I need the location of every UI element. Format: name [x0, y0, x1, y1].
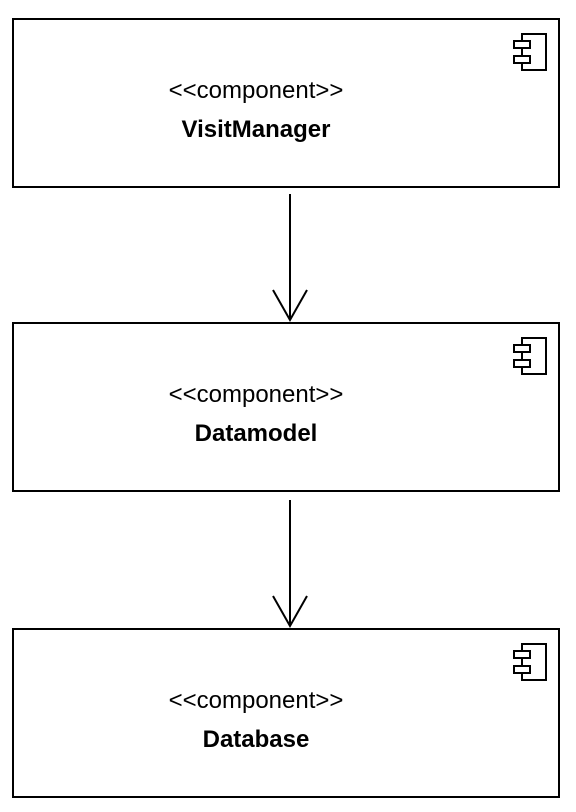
component-icon: [513, 337, 547, 375]
component-icon: [513, 643, 547, 681]
component-datamodel[interactable]: <<component>> Datamodel: [12, 322, 560, 492]
component-stereotype: <<component>>: [168, 381, 344, 408]
component-stereotype: <<component>>: [168, 687, 344, 714]
component-name: VisitManager: [181, 116, 331, 143]
dependency-arrow-datamodel-to-database: [272, 500, 308, 629]
component-name: Datamodel: [194, 420, 318, 447]
component-stereotype: <<component>>: [168, 77, 344, 104]
component-visitmanager[interactable]: <<component>> VisitManager: [12, 18, 560, 188]
component-name: Database: [202, 726, 310, 753]
component-icon: [513, 33, 547, 71]
component-database[interactable]: <<component>> Database: [12, 628, 560, 798]
dependency-arrow-visitmanager-to-datamodel: [272, 194, 308, 323]
